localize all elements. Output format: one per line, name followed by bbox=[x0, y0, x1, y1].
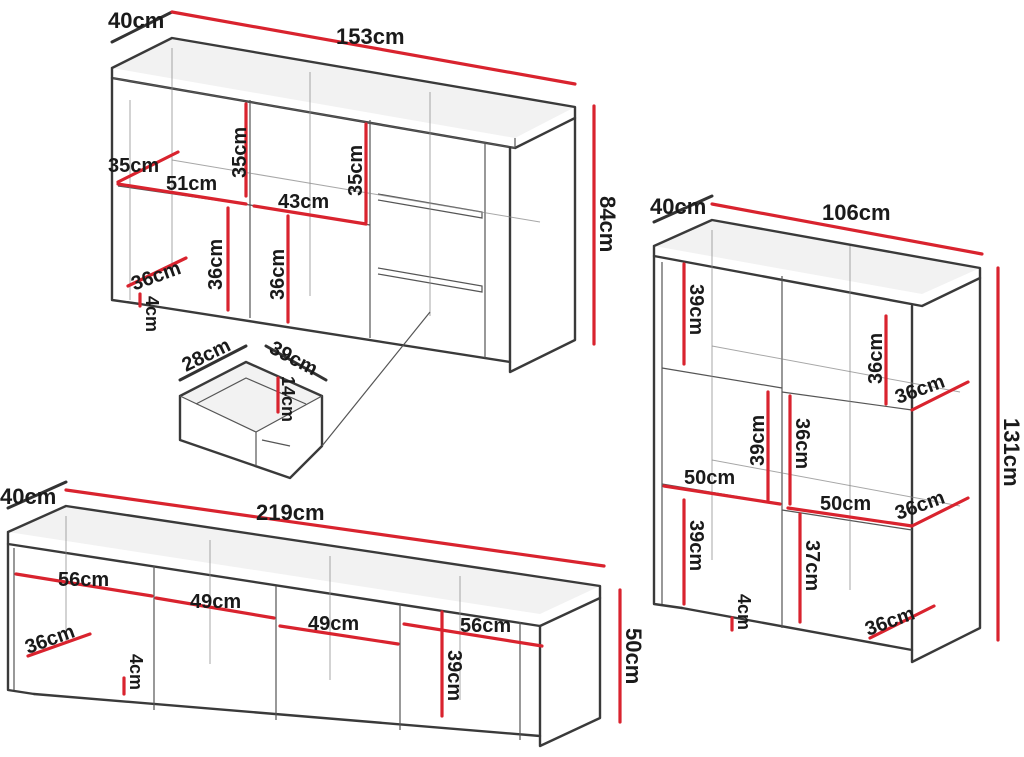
tv-unit-top-surface bbox=[8, 506, 600, 614]
sideboard-top-depth-line bbox=[116, 150, 180, 184]
tv-unit-depth-line bbox=[6, 480, 68, 510]
drawer-right-top bbox=[255, 395, 323, 433]
drawer-inner-back bbox=[195, 377, 307, 405]
sideboard-bottom-mid-height-label: 36cm bbox=[267, 249, 289, 300]
highboard-depth-label: 40cm bbox=[650, 194, 706, 219]
sideboard-width-line bbox=[170, 10, 577, 86]
highboard-back-shelf-1 bbox=[711, 345, 961, 393]
highboard-mid-left-height-label: 39cm bbox=[747, 415, 769, 466]
highboard-mid-right-depth-line bbox=[910, 496, 970, 528]
sideboard-top-left-width-line bbox=[116, 182, 248, 206]
tv-unit-shelf-depth-line bbox=[26, 632, 92, 658]
sideboard-top-left-width-label: 51cm bbox=[166, 173, 217, 195]
highboard-mid-right-depth-label: 36cm bbox=[892, 487, 948, 525]
sideboard-depth-label: 40cm bbox=[108, 8, 164, 33]
sideboard-bottom-left-height-label: 36cm bbox=[205, 239, 227, 290]
tv-unit-outer-left-line bbox=[14, 572, 154, 598]
tv-unit-right-bottom-edge bbox=[32, 596, 602, 748]
drawer-depth-label: 28cm bbox=[179, 334, 235, 376]
highboard-top-right-height-label: 36cm bbox=[865, 333, 887, 384]
tv-unit-width-line bbox=[64, 488, 606, 568]
highboard-shelf-1-right bbox=[781, 391, 913, 411]
highboard-shelf-1-left bbox=[661, 367, 783, 389]
highboard-height-label: 131cm bbox=[999, 418, 1024, 487]
sideboard-mid-width-label: 43cm bbox=[278, 191, 329, 213]
sideboard-left-edge bbox=[110, 76, 142, 306]
tv-unit-shelf-depth-label: 36cm bbox=[22, 621, 78, 659]
drawer-height-label: 14cm bbox=[278, 376, 298, 422]
tv-unit-inner-left-label: 49cm bbox=[190, 591, 241, 613]
drawer-front-top bbox=[179, 395, 257, 433]
highboard-mid-left-width-label: 50cm bbox=[684, 467, 735, 489]
highboard-bottom-right-height-label: 37cm bbox=[801, 540, 823, 591]
sideboard-top-surface bbox=[112, 38, 575, 138]
tv-unit-drawing bbox=[6, 504, 602, 748]
highboard-top-right-depth-line bbox=[910, 380, 970, 412]
highboard-leg-label: 4cm bbox=[734, 594, 754, 630]
drawer-width-line bbox=[264, 344, 328, 382]
highboard-mid-right-width-label: 50cm bbox=[820, 493, 871, 515]
highboard-drawing bbox=[652, 218, 982, 664]
sideboard-top-mid-height-label: 35cm bbox=[345, 145, 367, 196]
drawer-drawing bbox=[178, 311, 431, 480]
tv-unit-compartment-height-label: 39cm bbox=[443, 650, 465, 701]
tv-unit-inner-left-line bbox=[154, 596, 276, 620]
tv-unit-leg-label: 4cm bbox=[126, 654, 146, 690]
drawer-depth-line bbox=[178, 344, 248, 382]
sideboard-back-shelf-line bbox=[171, 159, 541, 223]
highboard-shelf-2-right bbox=[781, 509, 913, 531]
highboard-top-surface bbox=[654, 220, 980, 294]
highboard-bottom-right-depth-line bbox=[868, 604, 936, 640]
sideboard-leg-label: 4cm bbox=[142, 296, 162, 332]
highboard-mid-right-height-label: 36cm bbox=[791, 418, 813, 469]
drawer-callout-line bbox=[321, 311, 431, 447]
highboard-width-label: 106cm bbox=[822, 200, 891, 225]
highboard-right-bottom-edge bbox=[680, 276, 982, 664]
highboard-left-edge bbox=[652, 254, 684, 610]
tv-unit-inner-right-label: 49cm bbox=[308, 613, 359, 635]
drawer-handle-cut bbox=[261, 439, 291, 447]
tv-unit-height-label: 50cm bbox=[621, 628, 646, 684]
sideboard-height-label: 84cm bbox=[595, 196, 620, 252]
highboard-width-line bbox=[710, 202, 984, 256]
tv-unit-depth-label: 40cm bbox=[0, 484, 56, 509]
sideboard-right-bottom-edge bbox=[138, 116, 577, 374]
sideboard-top-front-line bbox=[111, 77, 516, 149]
drawer-top-opening bbox=[180, 362, 322, 432]
sideboard-bottom-depth-line bbox=[126, 256, 188, 288]
tv-unit-outer-right-line bbox=[402, 622, 544, 648]
tv-unit-width-label: 219cm bbox=[256, 500, 325, 525]
tv-unit-outer-left-label: 56cm bbox=[58, 569, 109, 591]
highboard-mid-left-width-line bbox=[662, 484, 782, 506]
highboard-back-shelf-2 bbox=[711, 459, 961, 507]
sideboard-mid-width-line bbox=[252, 204, 368, 226]
highboard-bottom-left-height-label: 39cm bbox=[685, 520, 707, 571]
sideboard-top-left-height-label: 35cm bbox=[229, 127, 251, 178]
sideboard-dimensions: 40cm 153cm 84cm 35cm 35cm 51cm 35cm 43cm… bbox=[108, 8, 620, 346]
tv-unit-outer-right-label: 56cm bbox=[460, 615, 511, 637]
highboard-mid-right-width-line bbox=[786, 506, 914, 528]
tv-unit-inner-right-line bbox=[278, 624, 400, 646]
highboard-top-left-height-label: 39cm bbox=[685, 284, 707, 335]
highboard-depth-line bbox=[652, 194, 714, 224]
highboard-bottom-right-depth-label: 36cm bbox=[862, 603, 918, 641]
sideboard-width-label: 153cm bbox=[336, 24, 405, 49]
sideboard-drawing bbox=[110, 36, 577, 374]
sideboard-top-depth-label: 35cm bbox=[108, 155, 159, 177]
sideboard-bottom-depth-label: 36cm bbox=[128, 257, 184, 295]
highboard-dimensions: 40cm 106cm 131cm 39cm 36cm 36cm 39cm 36c… bbox=[650, 194, 1024, 642]
tv-unit-left-edge bbox=[6, 542, 36, 696]
sideboard-depth-line bbox=[110, 10, 174, 44]
highboard-top-right-depth-label: 36cm bbox=[892, 371, 948, 409]
